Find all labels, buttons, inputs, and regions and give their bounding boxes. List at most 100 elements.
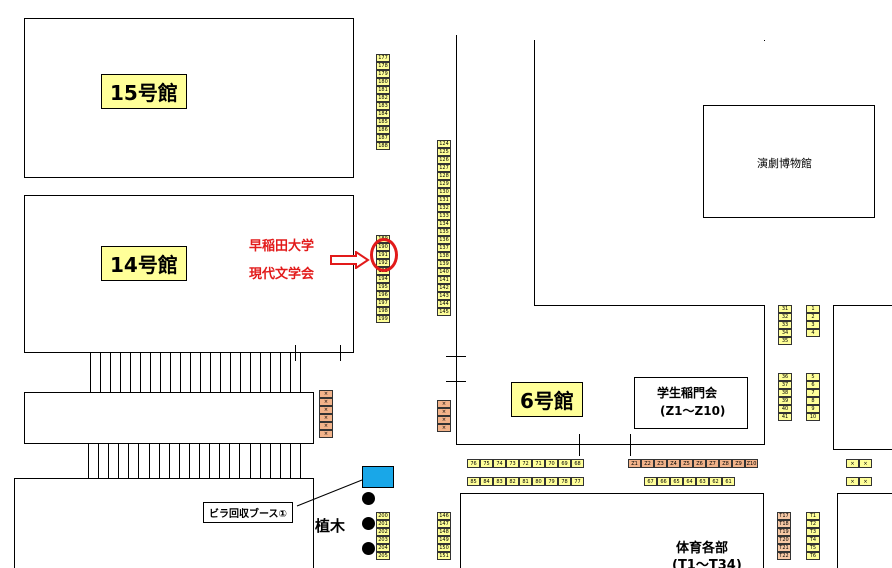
booth-×[interactable]: × (319, 414, 333, 422)
booth-197[interactable]: 197 (376, 299, 390, 307)
booth-137[interactable]: 137 (437, 244, 451, 252)
booth-203[interactable]: 203 (376, 536, 390, 544)
booth-T4[interactable]: T4 (806, 536, 820, 544)
booth-6[interactable]: 6 (806, 381, 820, 389)
booth-T21[interactable]: T21 (777, 544, 791, 552)
booth-131[interactable]: 131 (437, 196, 451, 204)
booth-2[interactable]: 2 (806, 313, 820, 321)
booth-T2[interactable]: T2 (806, 520, 820, 528)
booth-63[interactable]: 63 (696, 477, 709, 486)
booth-37[interactable]: 37 (778, 381, 792, 389)
booth-39[interactable]: 39 (778, 397, 792, 405)
booth-T19[interactable]: T19 (777, 528, 791, 536)
booth-179[interactable]: 179 (376, 70, 390, 78)
booth-143[interactable]: 143 (437, 292, 451, 300)
booth-T17[interactable]: T17 (777, 512, 791, 520)
booth-66[interactable]: 66 (657, 477, 670, 486)
booth-79[interactable]: 79 (545, 477, 558, 486)
flyer-booth-marker[interactable] (362, 466, 394, 488)
booth-Z5[interactable]: Z5 (680, 459, 693, 468)
booth-195[interactable]: 195 (376, 283, 390, 291)
booth-74[interactable]: 74 (493, 459, 506, 468)
booth-186[interactable]: 186 (376, 126, 390, 134)
booth-Z1[interactable]: Z1 (628, 459, 641, 468)
booth-142[interactable]: 142 (437, 284, 451, 292)
booth-4[interactable]: 4 (806, 329, 820, 337)
booth-×[interactable]: × (437, 416, 451, 424)
booth-T18[interactable]: T18 (777, 520, 791, 528)
booth-×[interactable]: × (859, 477, 872, 486)
booth-5[interactable]: 5 (806, 373, 820, 381)
booth-61[interactable]: 61 (722, 477, 735, 486)
booth-124[interactable]: 124 (437, 140, 451, 148)
booth-T5[interactable]: T5 (806, 544, 820, 552)
booth-×[interactable]: × (859, 459, 872, 468)
booth-×[interactable]: × (437, 424, 451, 432)
booth-T1[interactable]: T1 (806, 512, 820, 520)
booth-148[interactable]: 148 (437, 528, 451, 536)
booth-178[interactable]: 178 (376, 62, 390, 70)
booth-10[interactable]: 10 (806, 413, 820, 421)
booth-136[interactable]: 136 (437, 236, 451, 244)
student-alumni-booth[interactable] (634, 377, 748, 429)
booth-9[interactable]: 9 (806, 405, 820, 413)
booth-1[interactable]: 1 (806, 305, 820, 313)
booth-×[interactable]: × (846, 477, 859, 486)
booth-80[interactable]: 80 (532, 477, 545, 486)
booth-150[interactable]: 150 (437, 544, 451, 552)
booth-×[interactable]: × (319, 430, 333, 438)
booth-77[interactable]: 77 (571, 477, 584, 486)
building-14[interactable] (24, 195, 354, 353)
booth-33[interactable]: 33 (778, 321, 792, 329)
booth-Z4[interactable]: Z4 (667, 459, 680, 468)
booth-34[interactable]: 34 (778, 329, 792, 337)
booth-65[interactable]: 65 (670, 477, 683, 486)
booth-180[interactable]: 180 (376, 78, 390, 86)
booth-182[interactable]: 182 (376, 94, 390, 102)
booth-81[interactable]: 81 (519, 477, 532, 486)
booth-129[interactable]: 129 (437, 180, 451, 188)
booth-151[interactable]: 151 (437, 552, 451, 560)
booth-×[interactable]: × (846, 459, 859, 468)
booth-135[interactable]: 135 (437, 228, 451, 236)
booth-82[interactable]: 82 (506, 477, 519, 486)
booth-187[interactable]: 187 (376, 134, 390, 142)
booth-Z3[interactable]: Z3 (654, 459, 667, 468)
booth-199[interactable]: 199 (376, 315, 390, 323)
booth-Z6[interactable]: Z6 (693, 459, 706, 468)
booth-×[interactable]: × (319, 422, 333, 430)
booth-205[interactable]: 205 (376, 552, 390, 560)
booth-T6[interactable]: T6 (806, 552, 820, 560)
booth-76[interactable]: 76 (467, 459, 480, 468)
booth-75[interactable]: 75 (480, 459, 493, 468)
booth-85[interactable]: 85 (467, 477, 480, 486)
booth-198[interactable]: 198 (376, 307, 390, 315)
booth-126[interactable]: 126 (437, 156, 451, 164)
booth-Z2[interactable]: Z2 (641, 459, 654, 468)
booth-68[interactable]: 68 (571, 459, 584, 468)
booth-×[interactable]: × (437, 408, 451, 416)
building-15[interactable] (24, 18, 354, 178)
booth-188[interactable]: 188 (376, 142, 390, 150)
booth-32[interactable]: 32 (778, 313, 792, 321)
booth-Z9[interactable]: Z9 (732, 459, 745, 468)
booth-T20[interactable]: T20 (777, 536, 791, 544)
booth-64[interactable]: 64 (683, 477, 696, 486)
booth-73[interactable]: 73 (506, 459, 519, 468)
booth-×[interactable]: × (319, 406, 333, 414)
booth-36[interactable]: 36 (778, 373, 792, 381)
booth-83[interactable]: 83 (493, 477, 506, 486)
booth-127[interactable]: 127 (437, 164, 451, 172)
booth-31[interactable]: 31 (778, 305, 792, 313)
booth-8[interactable]: 8 (806, 397, 820, 405)
booth-125[interactable]: 125 (437, 148, 451, 156)
booth-185[interactable]: 185 (376, 118, 390, 126)
booth-69[interactable]: 69 (558, 459, 571, 468)
booth-130[interactable]: 130 (437, 188, 451, 196)
booth-133[interactable]: 133 (437, 212, 451, 220)
booth-40[interactable]: 40 (778, 405, 792, 413)
booth-62[interactable]: 62 (709, 477, 722, 486)
booth-204[interactable]: 204 (376, 544, 390, 552)
booth-177[interactable]: 177 (376, 54, 390, 62)
booth-200[interactable]: 200 (376, 512, 390, 520)
